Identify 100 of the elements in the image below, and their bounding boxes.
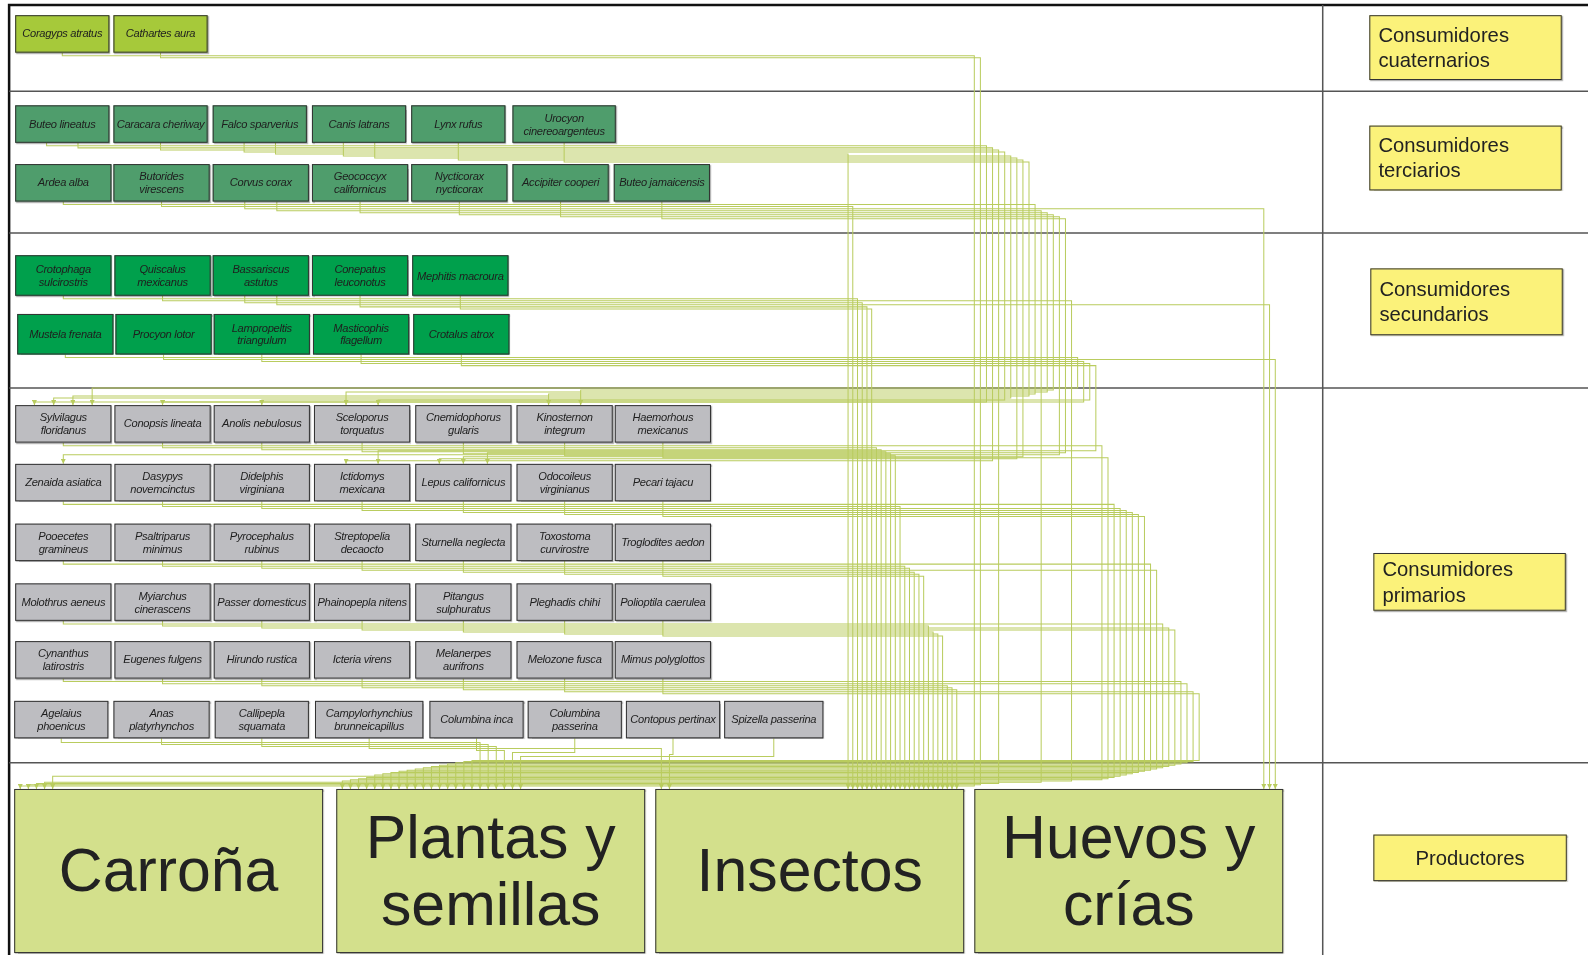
species-name: Pecari tajacu (631, 476, 695, 489)
species-name: Bassariscus astutus (231, 263, 291, 288)
species-box (411, 105, 506, 143)
species-box (516, 405, 613, 443)
food-link-arrow (375, 353, 1097, 465)
species-box (15, 641, 112, 679)
species-box (512, 105, 616, 143)
food-link-arrow (356, 442, 1109, 790)
food-link-arrow (62, 620, 1164, 790)
species-name: Passer domesticus (216, 596, 308, 609)
species-box (412, 255, 509, 296)
food-link-arrow (462, 560, 917, 790)
species-name: Haemorhous mexicanus (631, 411, 695, 437)
species-box (313, 641, 411, 679)
species-box (113, 105, 208, 143)
food-source-label: Huevos y crías (1001, 804, 1257, 938)
species-name: Canis latrans (327, 117, 391, 131)
trophic-level-box (1373, 553, 1566, 611)
food-link-arrow (662, 620, 946, 790)
species-name: Myiarchus cinerascens (133, 589, 192, 615)
species-box (315, 700, 424, 739)
species-name: Mimus polyglottos (619, 653, 706, 666)
food-link-arrow (509, 737, 576, 790)
species-name: Icteria virens (331, 653, 393, 666)
species-name: Pyrocephalus rubinus (228, 530, 295, 555)
trophic-level-label: Consumidores cuaternarios (1377, 22, 1510, 73)
species-name: Lynx rufus (433, 117, 484, 131)
species-name: Sturnella neglecta (420, 536, 507, 549)
trophic-level-box (1369, 125, 1562, 191)
species-name: Kinosternon integrum (535, 411, 594, 437)
species-name: Lepus californicus (420, 476, 507, 489)
species-name: Geococcyx californicus (332, 170, 388, 196)
species-box (512, 164, 609, 202)
food-link-arrow (62, 442, 1103, 790)
species-box (213, 583, 310, 621)
food-link-arrow (276, 295, 1273, 790)
species-box (313, 463, 411, 502)
species-name: Psaltriparus minimus (133, 530, 192, 555)
species-box (625, 700, 721, 739)
species-box (15, 255, 112, 296)
species-box (614, 523, 711, 562)
food-link-arrow (62, 560, 1152, 790)
species-box (114, 405, 211, 443)
food-link-arrow (244, 201, 1267, 790)
species-name: Cathartes aura (124, 27, 197, 41)
food-link-arrow (62, 295, 861, 790)
species-box (429, 700, 524, 739)
food-source-box (655, 788, 965, 954)
species-name: Pitangus sulphuratus (435, 589, 492, 615)
food-link-arrow (666, 737, 674, 790)
species-box (415, 463, 512, 502)
food-link-arrow (244, 295, 865, 790)
species-box (15, 523, 112, 562)
food-link-arrow (60, 737, 483, 790)
food-link-arrow (361, 678, 955, 790)
species-box (213, 523, 310, 562)
species-name: Quiscalus mexicanus (136, 263, 189, 288)
species-box (614, 405, 711, 443)
species-name: Accipiter cooperi (520, 176, 601, 189)
species-name: Pooecetes gramineus (37, 530, 90, 555)
food-link-arrow (60, 201, 1060, 465)
species-name: Conopsis lineata (122, 417, 203, 430)
species-name: Cnemidophorus gularis (425, 411, 502, 437)
species-name: Pleghadis chihi (528, 596, 602, 609)
species-box (113, 15, 208, 53)
species-box (313, 523, 411, 562)
species-name: Zenaida asiatica (24, 476, 103, 489)
species-name: Streptopelia decaocto (333, 530, 391, 555)
species-name: Falco sparverius (220, 117, 300, 131)
species-name: Procyon lotor (131, 328, 196, 341)
species-box (114, 583, 211, 621)
food-link-arrow (162, 500, 903, 790)
species-name: Melozone fusca (526, 653, 603, 666)
species-box (415, 641, 512, 679)
food-link-arrow (462, 678, 960, 790)
species-box (724, 700, 824, 739)
trophic-level-label: Consumidores primarios (1381, 556, 1515, 608)
species-name: Eugenes fulgens (122, 653, 203, 666)
species-name: Callipepla squamata (237, 707, 287, 732)
species-box (17, 313, 114, 355)
species-box (516, 523, 613, 562)
trophic-level-box (1370, 268, 1563, 336)
food-link-arrow (343, 201, 1048, 406)
species-name: Phainopepla nitens (316, 596, 408, 609)
food-source-box (336, 788, 646, 954)
food-link-arrow (243, 142, 1006, 406)
species-name: Lampropeltis triangulum (230, 322, 293, 347)
food-link-arrow (162, 620, 931, 790)
species-name: Conepatus leuconotus (333, 263, 387, 288)
species-box (114, 641, 211, 679)
species-box (15, 105, 110, 143)
trophic-level-label: Productores (1414, 845, 1526, 871)
species-box (14, 700, 109, 739)
species-box (214, 700, 309, 739)
food-link-arrow (484, 201, 1066, 465)
species-box (15, 164, 112, 202)
species-box (415, 405, 512, 443)
species-name: Coragyps atratus (21, 27, 104, 41)
species-name: Troglodites aedon (620, 536, 706, 549)
food-link-arrow (161, 737, 491, 790)
